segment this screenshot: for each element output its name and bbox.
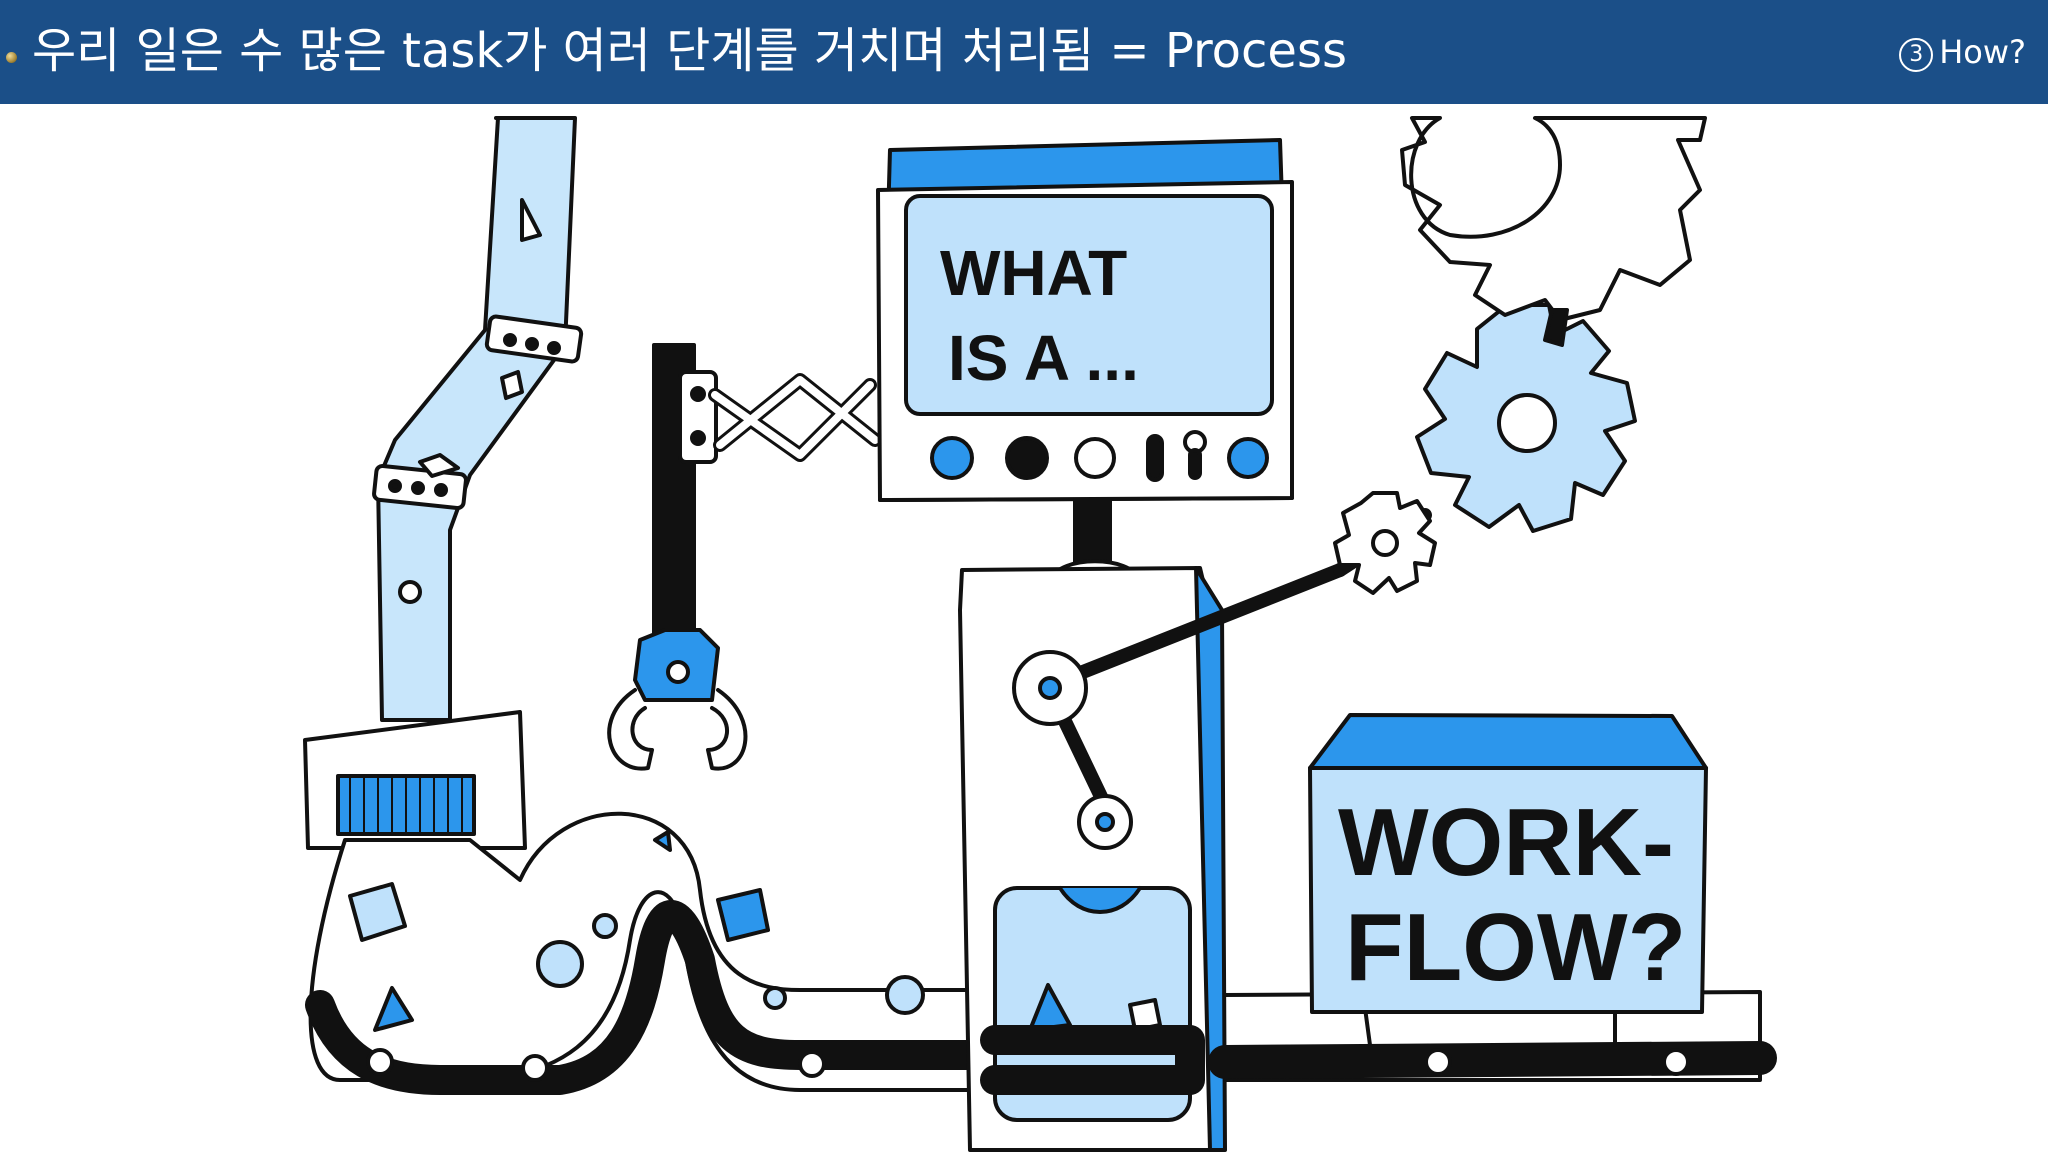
small-gear [1333,491,1437,595]
section-label: How? [1939,33,2026,71]
workflow-box [1308,713,1708,1014]
box-text-flow: FLOW? [1345,894,1686,1001]
workflow-illustration: WHAT IS A ... WORK- FLOW? [303,116,1777,1152]
monitor-machine [876,138,1294,608]
robot-claw-arm [607,343,882,771]
box-text-work: WORK- [1338,789,1674,896]
blue-gear [1415,303,1637,533]
slide-title: 우리 일은 수 많은 task가 여러 단계를 거치며 처리됨 = Proces… [32,23,1347,79]
chute-pipe [372,116,584,722]
hopper-machine [303,710,527,850]
section-number-badge: 3 [1899,38,1934,72]
curved-conveyor [305,811,995,1095]
screen-text-what: WHAT [940,237,1127,309]
central-tower [958,566,1227,1152]
screen-text-is-a: IS A ... [948,322,1139,394]
slide-header: 우리 일은 수 많은 task가 여러 단계를 거치며 처리됨 = Proces… [0,0,2048,104]
outline-gear [1400,116,1707,347]
bullet-icon [6,52,17,63]
